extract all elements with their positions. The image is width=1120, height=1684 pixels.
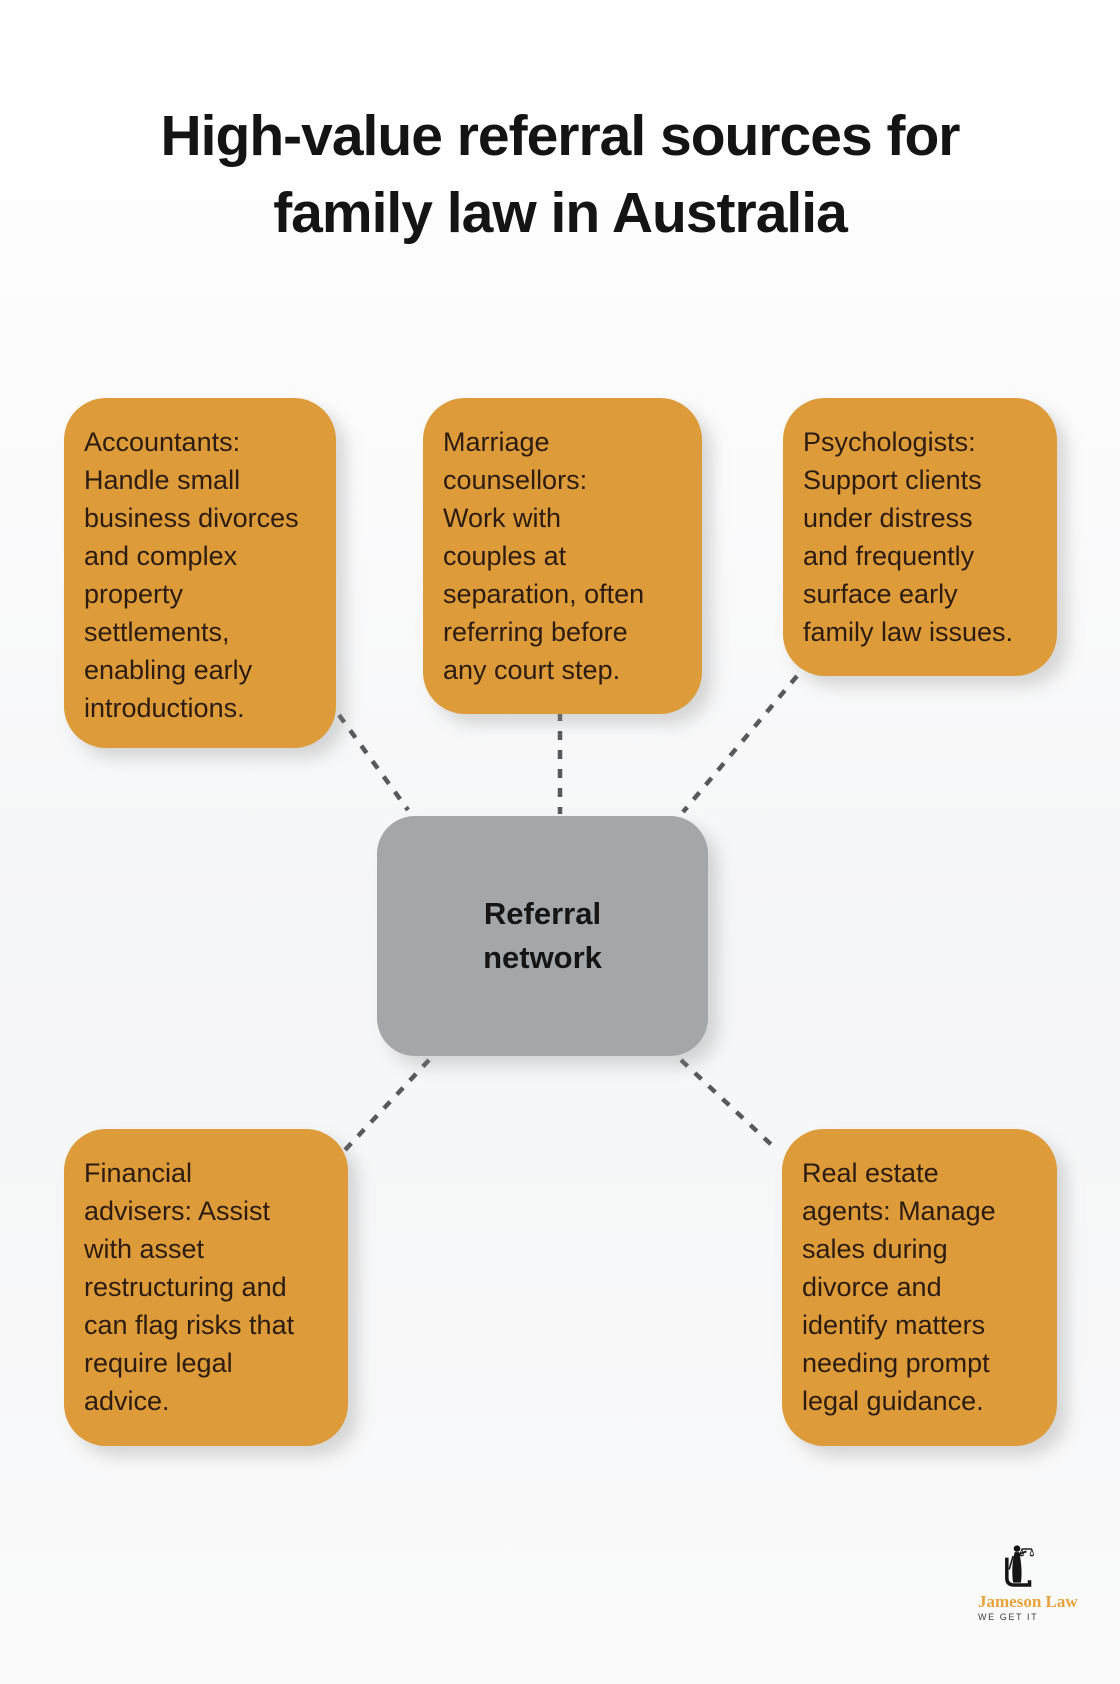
page-title: High-value referral sources for family l… [160,104,961,245]
hub-referral-network-label: Referral network [483,896,602,975]
jameson-law-logo: Jameson Law WE GET IT [962,1543,1078,1623]
node-real-estate-agents-text: Real estate agents: Manage sales during … [802,1158,996,1416]
node-marriage-counsellors: Marriage counsellors: Work with couples … [423,398,702,714]
logo-text-block: Jameson Law WE GET IT [978,1593,1078,1623]
logo-name: Jameson Law [978,1592,1078,1611]
node-psychologists-text: Psychologists: Support clients under dis… [803,427,1014,647]
node-marriage-counsellors-text: Marriage counsellors: Work with couples … [443,427,645,685]
lady-justice-icon [1005,1545,1035,1587]
logo-tagline: WE GET IT [978,1612,1039,1622]
node-accountants: Accountants: Handle small business divor… [64,398,336,748]
hub-referral-network: Referral network [377,816,708,1056]
node-accountants-text: Accountants: Handle small business divor… [84,427,299,723]
connector-accountants-hub [337,713,410,812]
node-financial-advisers: Financial advisers: Assist with asset re… [64,1129,348,1446]
connector-hub-financial-advisers [343,1058,431,1152]
node-real-estate-agents: Real estate agents: Manage sales during … [782,1129,1057,1446]
node-psychologists: Psychologists: Support clients under dis… [783,398,1057,676]
node-financial-advisers-text: Financial advisers: Assist with asset re… [84,1158,295,1416]
connector-hub-real-estate-agents [679,1058,779,1152]
